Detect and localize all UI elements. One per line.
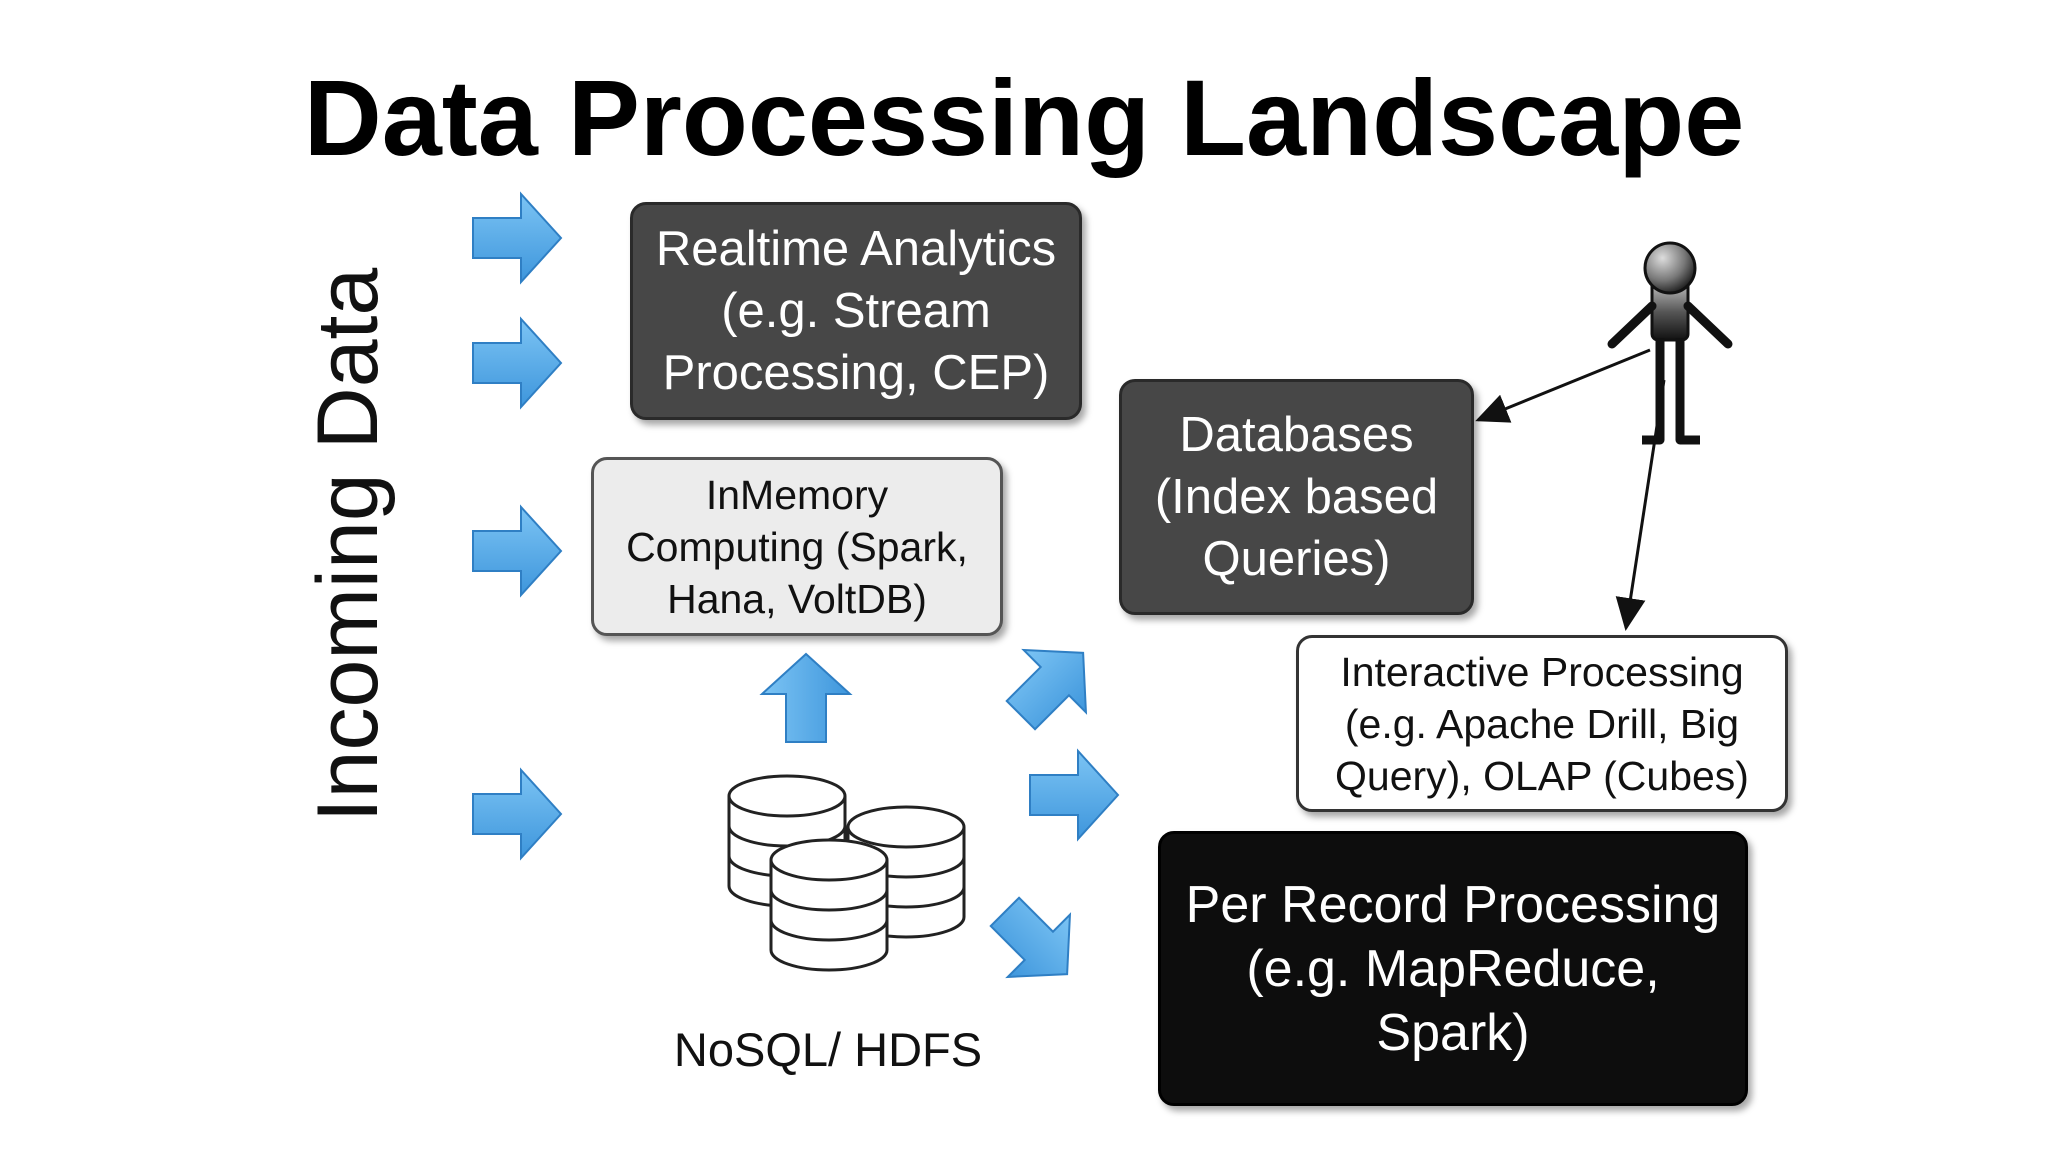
interactive-processing-box: Interactive Processing (e.g. Apache Dril… bbox=[1296, 635, 1788, 812]
databases-box: Databases (Index based Queries) bbox=[1119, 379, 1474, 615]
inmemory-computing-box: InMemory Computing (Spark, Hana, VoltDB) bbox=[591, 457, 1003, 636]
incoming-arrow-2 bbox=[472, 318, 562, 408]
user-to-databases-line bbox=[1475, 348, 1651, 423]
incoming-arrow-1 bbox=[472, 193, 562, 283]
storage-label: NoSQL/ HDFS bbox=[673, 1023, 983, 1076]
diagonal-arrow-to-perrecord bbox=[972, 879, 1100, 1007]
diagonal-arrow-to-databases bbox=[988, 620, 1116, 748]
right-arrow-to-interactive bbox=[1029, 750, 1119, 840]
per-record-processing-box: Per Record Processing (e.g. MapReduce, S… bbox=[1158, 831, 1748, 1106]
up-arrow-to-inmemory bbox=[761, 653, 851, 743]
page-title: Data Processing Landscape bbox=[303, 57, 1745, 178]
incoming-arrow-3 bbox=[472, 506, 562, 596]
realtime-analytics-box: Realtime Analytics (e.g. Stream Processi… bbox=[630, 202, 1082, 420]
incoming-data-label: Incoming Data bbox=[300, 267, 396, 823]
user-to-interactive-line bbox=[1615, 379, 1666, 631]
user-figure-icon bbox=[1607, 241, 1733, 445]
incoming-arrow-4 bbox=[472, 769, 562, 859]
database-cylinders-icon bbox=[727, 774, 966, 972]
